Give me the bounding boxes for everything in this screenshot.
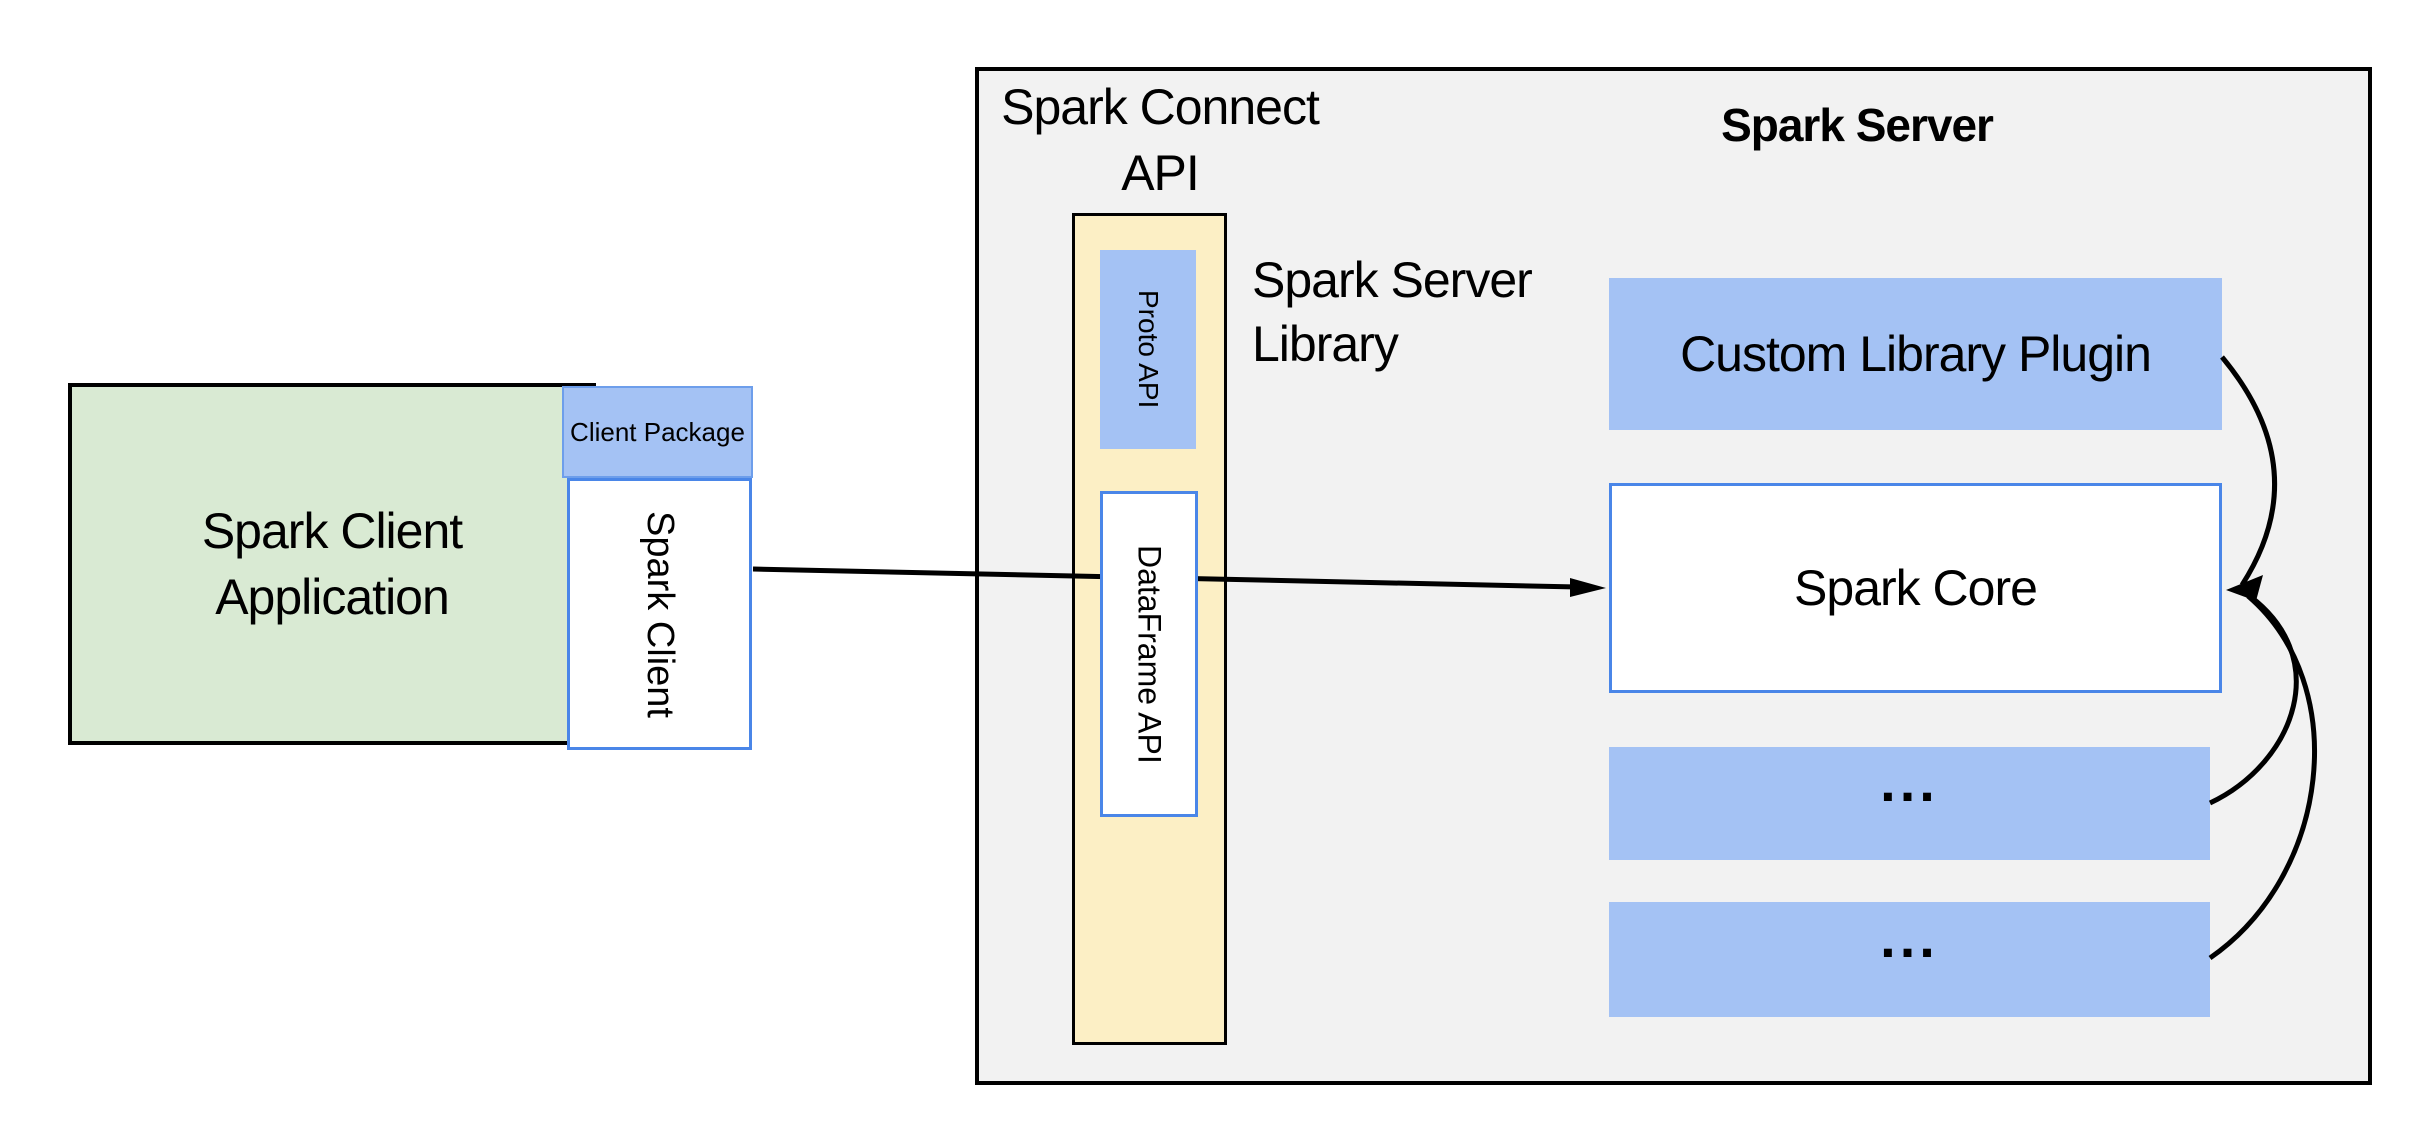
more-plugins-label-1: ... (1880, 749, 1939, 813)
spark-client-application-label: Spark Client Application (201, 503, 463, 625)
dataframe-api-box: DataFrame API (1100, 491, 1198, 817)
spark-core-box: Spark Core (1609, 483, 2222, 693)
spark-connect-api-label: Spark Connect API (1001, 79, 1320, 201)
proto-api-label: Proto API (1133, 290, 1164, 409)
custom-library-plugin-label: Custom Library Plugin (1680, 326, 2152, 382)
spark-client-label: Spark Client (639, 510, 681, 718)
client-package-label: Client Package (570, 416, 745, 447)
dataframe-api-label: DataFrame API (1131, 544, 1168, 764)
more-plugins-box-2: ... (1609, 902, 2210, 1017)
proto-api-box: Proto API (1100, 250, 1196, 449)
spark-client-box: Spark Client (567, 478, 752, 750)
spark-core-label: Spark Core (1794, 560, 2038, 616)
spark-server-library-label: Spark Server Library (1252, 252, 1533, 372)
spark-server-title: Spark Server (1721, 99, 1994, 151)
spark-client-application-box: Spark Client Application (68, 383, 596, 745)
more-plugins-box-1: ... (1609, 747, 2210, 860)
client-package-box: Client Package (562, 386, 753, 478)
custom-library-plugin-box: Custom Library Plugin (1609, 278, 2222, 430)
more-plugins-label-2: ... (1880, 905, 1939, 969)
